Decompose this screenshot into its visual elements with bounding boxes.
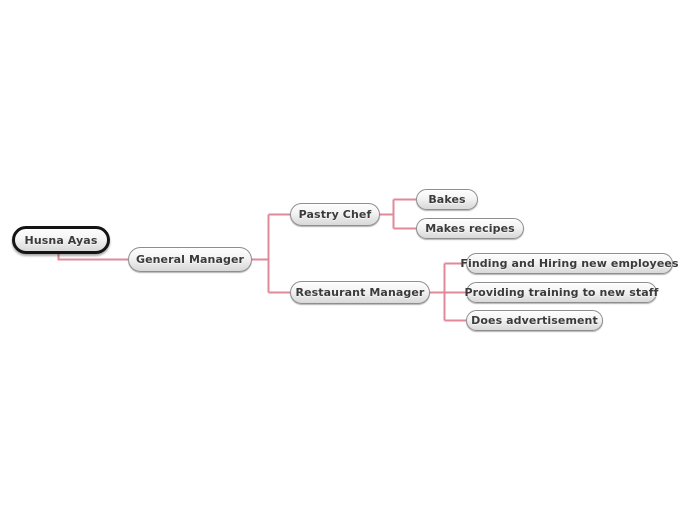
node-label: Providing training to new staff: [464, 286, 659, 299]
node-providing-training-to-new-staff[interactable]: Providing training to new staff: [464, 282, 659, 303]
node-pastry-chef[interactable]: Pastry Chef: [290, 203, 380, 226]
node-root-husna-ayas[interactable]: Husna Ayas: [12, 226, 110, 254]
node-label: Restaurant Manager: [295, 286, 425, 299]
node-label: Makes recipes: [425, 222, 515, 235]
node-label: Husna Ayas: [24, 233, 98, 247]
node-finding-and-hiring-new-employees[interactable]: Finding and Hiring new employees: [460, 253, 679, 274]
node-makes-recipes[interactable]: Makes recipes: [416, 218, 524, 239]
node-restaurant-manager[interactable]: Restaurant Manager: [290, 281, 430, 304]
node-does-advertisement[interactable]: Does advertisement: [466, 310, 603, 331]
node-bakes[interactable]: Bakes: [416, 189, 478, 210]
node-label: General Manager: [135, 253, 245, 266]
node-general-manager[interactable]: General Manager: [128, 247, 252, 272]
node-label: Bakes: [428, 193, 466, 206]
node-label: Finding and Hiring new employees: [460, 257, 679, 270]
node-label: Does advertisement: [471, 314, 598, 327]
node-label: Pastry Chef: [298, 208, 372, 221]
